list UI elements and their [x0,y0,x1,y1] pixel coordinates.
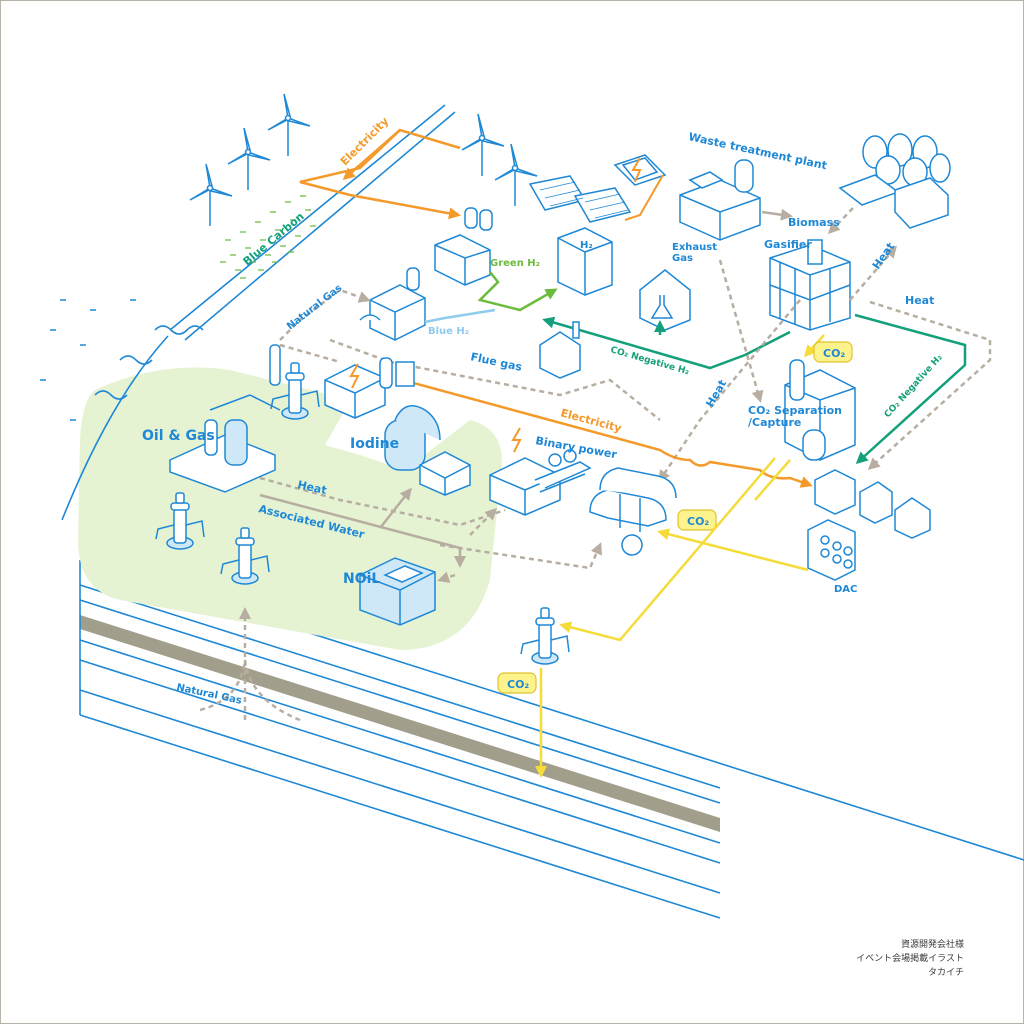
dac-unit-icon [807,519,856,581]
ground-strata [79,559,1024,919]
wellhead-icon [270,362,320,420]
flow-heat-to-biomass [849,245,897,301]
flow-co2-to-storage [559,457,776,642]
gasifier-label: Gasifier [764,238,812,251]
heat-center-label: Heat [703,378,729,410]
flow-exhaust-gas [718,259,764,403]
generator-icon [324,357,415,419]
credit-purpose: イベント会場掲載イラスト [856,954,964,964]
biomass-label: Biomass [788,216,840,229]
waste-treatment-plant-icon [679,159,761,241]
wind-turbine-icon [227,127,271,190]
flow-solar-electricity [624,174,664,221]
binary-power-icon [489,449,592,516]
flow-blue-h2 [424,308,496,324]
flow-associated-water-to-iodine [379,487,412,529]
dac-label: DAC [834,584,857,595]
house-icon [814,469,931,539]
heat-right-top-label: Heat [870,240,897,272]
co2-badge-mid: CO₂ [677,509,717,531]
flow-natural-gas-top [279,288,371,341]
natural-gas-reservoir [199,659,301,722]
wind-turbines [189,93,538,226]
blue-h2-label: Blue H₂ [428,326,469,337]
gasifier-icon [769,239,851,331]
heat-right-label: Heat [905,294,934,307]
svg-text:CO₂: CO₂ [823,347,845,360]
flow-electricity-top [299,128,461,220]
flow-heat-to-binary [469,507,498,536]
credit-artist: タカイチ [927,968,964,978]
factory-icon [539,321,581,379]
co2-badge-bottom: CO₂ [497,672,537,694]
waste-treatment-label: Waste treatment plant [687,130,828,172]
flow-green-h2 [477,271,558,312]
lightning-icon [349,363,360,389]
wellhead-icon [220,527,270,585]
flow-dac-co2 [657,528,809,572]
svg-text:CO₂: CO₂ [507,678,529,691]
flow-co2-branch [754,459,791,501]
wellheads [155,362,570,665]
coastline [61,104,456,521]
flow-heat-center [658,299,801,483]
flow-electricity-top-branch [342,129,401,180]
oil-gas-label: Oil & Gas [142,428,215,444]
wellhead-icon [155,492,205,550]
oil-gas-facility-icon [169,344,281,493]
solar-panel-icon [528,175,632,223]
flow-biomass [827,207,854,235]
wellhead-icon [520,607,570,665]
natural-gas-bottom-label: Natural Gas [175,682,242,707]
iodine-plant-icon [384,405,471,496]
wind-turbine-icon [189,163,233,226]
credit-client: 資源開発会社様 [900,940,964,950]
flow-co2-negative-h2-mid [542,316,746,370]
iodine-label: Iodine [350,436,399,452]
h2-plant-icon [557,227,613,296]
lightning-icon [631,157,642,183]
noil-tank-icon [359,557,436,626]
heat-left-label: Heat [296,478,327,497]
lightning-icon [511,427,522,453]
greenhouse-icon [589,467,677,532]
h2-label: H₂ [580,240,593,251]
wind-turbine-icon [494,143,538,206]
natural-gas-top-label: Natural Gas [285,283,344,333]
flow-gasifier-h2 [744,330,791,357]
substation-icon [434,207,493,286]
co2-separation-icon [784,359,856,461]
flue-gas-label: Flue gas [469,350,523,374]
sea-waves [40,299,204,421]
flow-heat-right [867,300,992,471]
flow-water-to-noil [437,571,456,583]
wind-turbine-icon [267,93,311,156]
flask-icon [639,269,691,331]
blue-carbon-area [220,195,316,279]
co2-badge-top: CO₂ [813,341,853,363]
co2-separation-label: CO₂ Separation/Capture [748,404,842,429]
noil-label: NOiL [343,571,380,587]
flow-flue-gas [329,338,661,421]
green-h2-label: Green H₂ [490,258,540,269]
flow-heat-left [259,476,506,527]
flow-co2-negative-h2-right [854,313,967,465]
plant-icon [621,534,643,556]
soil-layer [80,615,720,832]
blue-carbon-label: Blue Carbon [241,210,307,268]
svg-text:CO₂: CO₂ [687,515,709,528]
credits: 資源開発会社様 イベント会場掲載イラスト タカイチ [856,938,964,980]
flow-waste-to-gasifier [761,208,793,221]
flow-flue-gas-branch [279,343,341,364]
forest-icon [838,133,951,229]
blue-h2-plant-icon [359,267,426,341]
wind-turbine-icon [461,113,505,176]
